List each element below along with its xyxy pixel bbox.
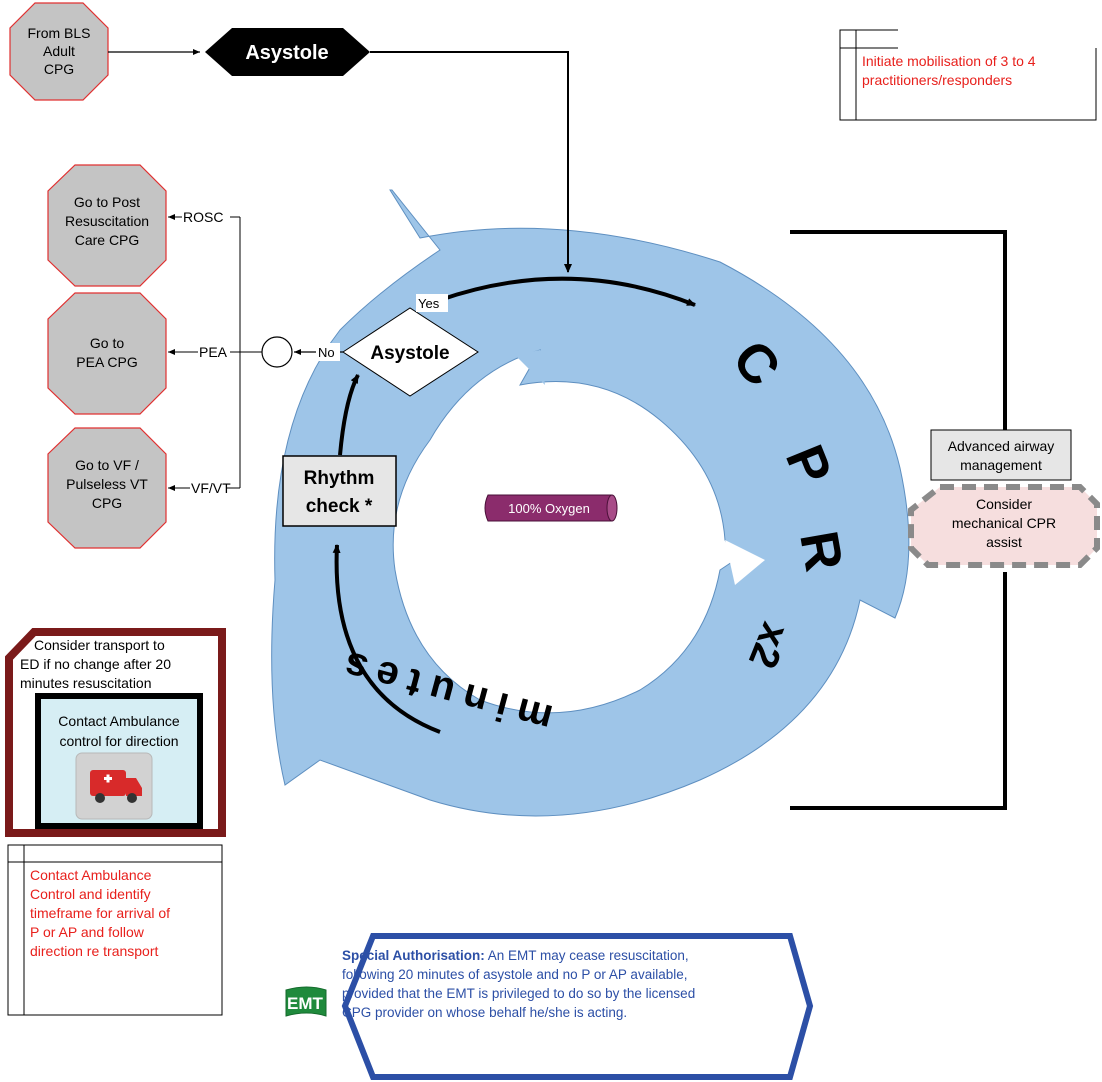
decision-yes-label: Yes xyxy=(416,294,448,312)
svg-text:CPG: CPG xyxy=(44,61,74,77)
svg-text:Advanced airway: Advanced airway xyxy=(948,438,1055,454)
svg-text:Special Authorisation: An EMT: Special Authorisation: An EMT may cease … xyxy=(342,948,689,963)
svg-text:Rhythm: Rhythm xyxy=(304,468,375,489)
emt-badge: EMT xyxy=(285,986,327,1017)
svg-text:Go to Post: Go to Post xyxy=(74,194,140,210)
svg-text:Consider transport to: Consider transport to xyxy=(34,637,165,653)
svg-text:100% Oxygen: 100% Oxygen xyxy=(508,501,590,516)
ambulance-icon xyxy=(75,752,153,820)
pea-cpg-octagon[interactable]: Go to PEA CPG xyxy=(47,292,167,415)
svg-text:following 20 minutes of asysto: following 20 minutes of asystole and no … xyxy=(342,967,687,982)
branch-label-rosc: ROSC xyxy=(183,209,223,225)
svg-text:CPG: CPG xyxy=(92,495,122,511)
svg-text:PEA CPG: PEA CPG xyxy=(76,354,137,370)
branch-label-pea: PEA xyxy=(199,344,228,360)
special-line1: An EMT may cease resuscitation, xyxy=(485,948,689,963)
decision-no-label: No xyxy=(316,343,340,361)
svg-text:ED if no change after 20: ED if no change after 20 xyxy=(20,656,171,672)
svg-text:Consider: Consider xyxy=(976,496,1032,512)
rhythm-to-decision-arrow xyxy=(338,374,360,456)
branch-label-vfvt: VF/VT xyxy=(191,480,231,496)
svg-text:provided that the EMT is privi: provided that the EMT is privileged to d… xyxy=(342,986,695,1001)
svg-text:EMT: EMT xyxy=(287,994,324,1013)
svg-text:CPG provider on whose behalf h: CPG provider on whose behalf he/she is a… xyxy=(342,1005,627,1020)
svg-text:Contact Ambulance: Contact Ambulance xyxy=(58,713,180,729)
return-flow-arrow xyxy=(332,544,441,734)
asystole-banner[interactable]: Asystole xyxy=(205,28,370,76)
rhythm-check-box[interactable]: Rhythm check * xyxy=(282,455,397,527)
svg-text:Go to: Go to xyxy=(90,335,124,351)
svg-text:minutes resuscitation: minutes resuscitation xyxy=(20,675,152,691)
svg-text:Pulseless VT: Pulseless VT xyxy=(66,476,148,492)
svg-text:Care CPG: Care CPG xyxy=(75,232,140,248)
svg-text:From BLS: From BLS xyxy=(27,25,90,41)
svg-text:practitioners/responders: practitioners/responders xyxy=(862,72,1012,88)
from-bls-octagon[interactable]: From BLS Adult CPG xyxy=(9,2,109,101)
cpr-flow-arrow xyxy=(439,276,696,307)
connector-asystole-to-cpr xyxy=(370,51,572,273)
svg-text:Asystole: Asystole xyxy=(245,42,328,64)
svg-text:timeframe for arrival of: timeframe for arrival of xyxy=(30,905,170,921)
svg-text:direction re transport: direction re transport xyxy=(30,943,159,959)
svg-text:Adult: Adult xyxy=(43,43,75,59)
special-authorisation-box: Special Authorisation: An EMT may cease … xyxy=(341,933,814,1080)
oxygen-cylinder: 100% Oxygen xyxy=(484,494,618,522)
svg-text:check *: check * xyxy=(306,496,373,517)
outcome-branch-lines xyxy=(168,214,262,491)
ambulance-control-note: Contact Ambulance Control and identify t… xyxy=(7,844,223,1016)
svg-text:Contact Ambulance: Contact Ambulance xyxy=(30,867,152,883)
svg-text:Initiate mobilisation of 3 to: Initiate mobilisation of 3 to 4 xyxy=(862,53,1036,69)
svg-text:mechanical CPR: mechanical CPR xyxy=(952,515,1056,531)
svg-text:Asystole: Asystole xyxy=(370,343,449,364)
vf-cpg-octagon[interactable]: Go to VF / Pulseless VT CPG xyxy=(47,427,167,549)
special-heading: Special Authorisation: xyxy=(342,948,485,963)
svg-text:No: No xyxy=(318,345,335,360)
svg-text:Yes: Yes xyxy=(418,296,440,311)
advanced-airway-box[interactable]: Advanced airway management xyxy=(930,429,1072,481)
junction-circle xyxy=(261,336,293,368)
mobilisation-note: Initiate mobilisation of 3 to 4 practiti… xyxy=(839,28,1098,121)
svg-text:Resuscitation: Resuscitation xyxy=(65,213,149,229)
svg-text:P or AP and follow: P or AP and follow xyxy=(30,924,145,940)
svg-text:control for direction: control for direction xyxy=(59,733,178,749)
svg-text:Control and identify: Control and identify xyxy=(30,886,151,902)
asystole-decision-diamond[interactable]: Asystole xyxy=(342,307,479,397)
svg-text:management: management xyxy=(960,457,1042,473)
right-bracket xyxy=(790,230,1007,810)
svg-text:Go to VF /: Go to VF / xyxy=(75,457,139,473)
post-resus-octagon[interactable]: Go to Post Resuscitation Care CPG xyxy=(47,164,167,287)
svg-text:assist: assist xyxy=(986,534,1022,550)
mechanical-cpr-box[interactable]: Consider mechanical CPR assist xyxy=(908,484,1100,568)
